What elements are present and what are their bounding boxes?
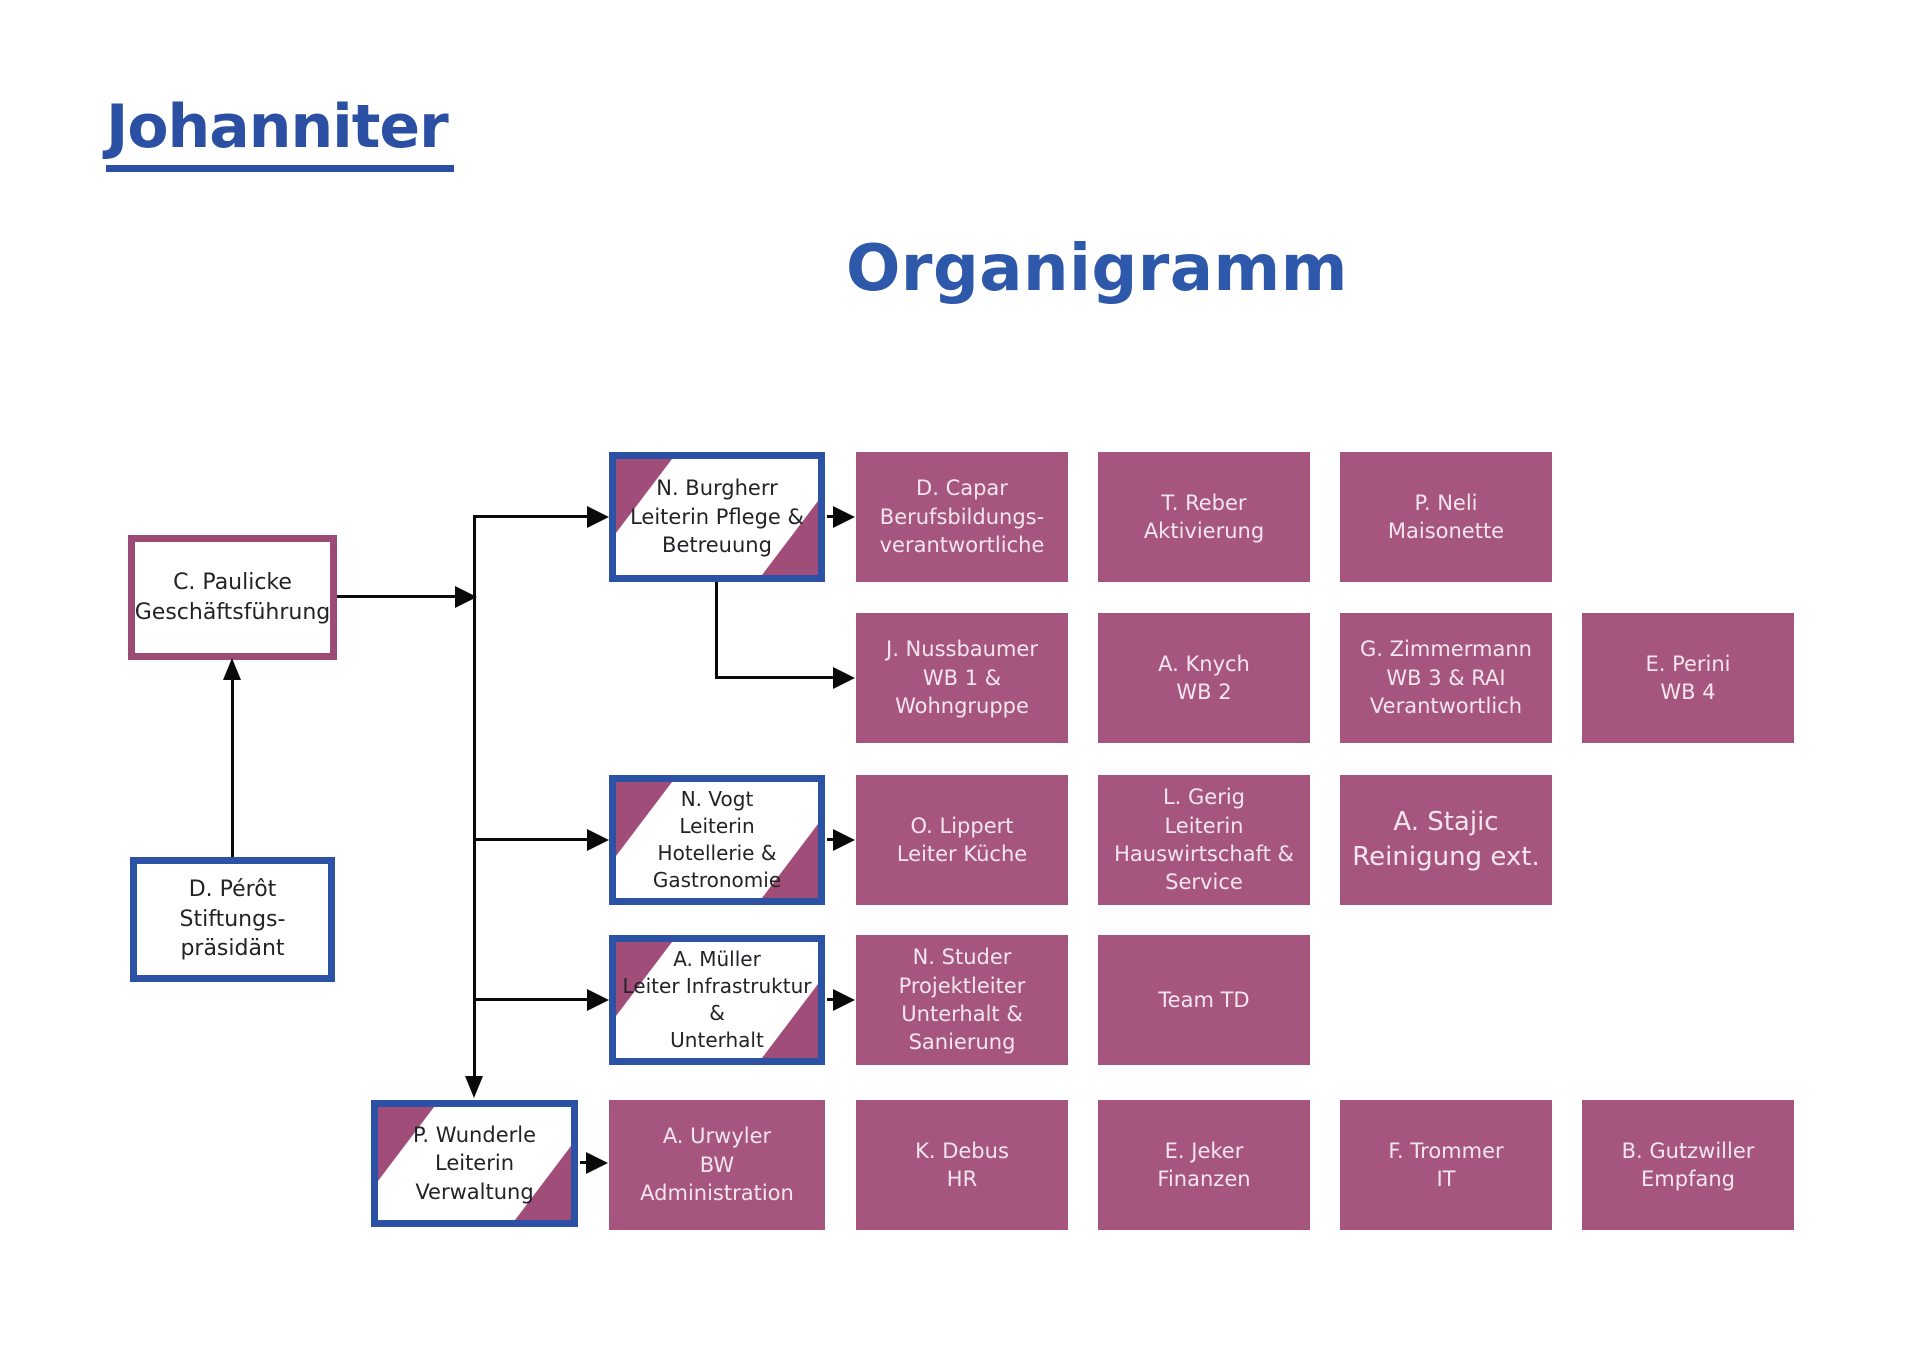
org-box-team-td: Team TD [1098,935,1310,1065]
arrowhead-up-icon [223,658,241,680]
org-box-debus-label: K. Debus HR [915,1138,1009,1191]
org-box-studer: N. Studer Projektleiter Unterhalt & Sani… [856,935,1068,1065]
org-box-stajic-label: A. Stajic Reinigung ext. [1352,806,1540,872]
org-box-neli: P. Neli Maisonette [1340,452,1552,582]
org-box-gerig: L. Gerig Leiterin Hauswirtschaft & Servi… [1098,775,1310,905]
org-box-urwyler-label: A. Urwyler BW Administration [640,1124,794,1206]
org-box-capar-label: D. Capar Berufsbildungs- verantwortliche [879,476,1045,558]
org-box-leader-burgherr-label: N. Burgherr Leiterin Pflege & Betreuung [630,476,804,558]
arrowhead-right-icon [833,989,855,1011]
org-box-perini-label: E. Perini WB 4 [1645,651,1731,704]
org-box-jeker-label: E. Jeker Finanzen [1157,1138,1251,1191]
org-box-jeker: E. Jeker Finanzen [1098,1100,1310,1230]
connector-line [231,676,234,857]
arrowhead-right-icon [587,506,609,528]
org-box-team-td-label: Team TD [1158,987,1250,1012]
org-box-president: D. Pérôt Stiftungs- präsidänt [130,857,335,982]
arrowhead-right-icon [455,586,477,608]
arrowhead-right-icon [587,989,609,1011]
org-box-leader-vogt-label: N. Vogt Leiterin Hotellerie & Gastronomi… [652,787,782,892]
org-box-reber-label: T. Reber Aktivierung [1143,490,1265,543]
org-box-zimmermann-label: G. Zimmermann WB 3 & RAI Verantwortlich [1360,637,1532,719]
page-title: Organigramm [846,232,1348,306]
org-box-trommer-label: F. Trommer IT [1388,1138,1504,1191]
org-box-lippert-label: O. Lippert Leiter Küche [896,813,1028,866]
org-box-president-label: D. Pérôt Stiftungs- präsidänt [179,876,286,962]
org-box-gerig-label: L. Gerig Leiterin Hauswirtschaft & Servi… [1114,785,1294,895]
org-box-leader-wunderle-label: P. Wunderle Leiterin Verwaltung [412,1122,537,1204]
org-box-nussbaumer-label: J. Nussbaumer WB 1 & Wohngruppe [886,637,1038,719]
connector-line [476,998,588,1001]
arrowhead-right-icon [586,1152,608,1174]
connector-line [715,582,718,679]
connector-line [473,515,476,1077]
org-box-gutzwiller-label: B. Gutzwiller Empfang [1621,1138,1755,1191]
arrowhead-right-icon [833,667,855,689]
arrowhead-right-icon [833,506,855,528]
org-box-capar: D. Capar Berufsbildungs- verantwortliche [856,452,1068,582]
org-box-debus: K. Debus HR [856,1100,1068,1230]
connector-line [476,838,588,841]
connector-line [580,1161,588,1164]
org-box-knych: A. Knych WB 2 [1098,613,1310,743]
org-box-knych-label: A. Knych WB 2 [1158,651,1250,704]
org-box-leader-vogt: N. Vogt Leiterin Hotellerie & Gastronomi… [609,775,825,905]
org-box-leader-mueller-label: A. Müller Leiter Infrastruktur & Unterha… [622,947,812,1052]
org-box-neli-label: P. Neli Maisonette [1387,490,1505,543]
org-box-leader-wunderle: P. Wunderle Leiterin Verwaltung [371,1100,578,1227]
arrowhead-right-icon [587,829,609,851]
org-box-leader-mueller: A. Müller Leiter Infrastruktur & Unterha… [609,935,825,1065]
org-box-perini: E. Perini WB 4 [1582,613,1794,743]
org-box-urwyler: A. Urwyler BW Administration [609,1100,825,1230]
org-box-ceo: C. Paulicke Geschäftsführung [128,535,337,660]
org-box-zimmermann: G. Zimmermann WB 3 & RAI Verantwortlich [1340,613,1552,743]
connector-line [827,838,835,841]
arrowhead-right-icon [833,829,855,851]
connector-line [337,595,457,598]
org-box-reber: T. Reber Aktivierung [1098,452,1310,582]
org-box-trommer: F. Trommer IT [1340,1100,1552,1230]
connector-line [827,515,835,518]
arrowhead-down-icon [465,1076,483,1098]
connector-line [715,676,835,679]
org-box-nussbaumer: J. Nussbaumer WB 1 & Wohngruppe [856,613,1068,743]
connector-line [476,515,588,518]
org-box-lippert: O. Lippert Leiter Küche [856,775,1068,905]
org-box-leader-burgherr: N. Burgherr Leiterin Pflege & Betreuung [609,452,825,582]
connector-line [827,998,835,1001]
org-box-stajic: A. Stajic Reinigung ext. [1340,775,1552,905]
org-box-ceo-label: C. Paulicke Geschäftsführung [134,569,331,625]
org-box-studer-label: N. Studer Projektleiter Unterhalt & Sani… [898,945,1026,1055]
johanniter-logo: Johanniter [106,94,454,172]
org-box-gutzwiller: B. Gutzwiller Empfang [1582,1100,1794,1230]
